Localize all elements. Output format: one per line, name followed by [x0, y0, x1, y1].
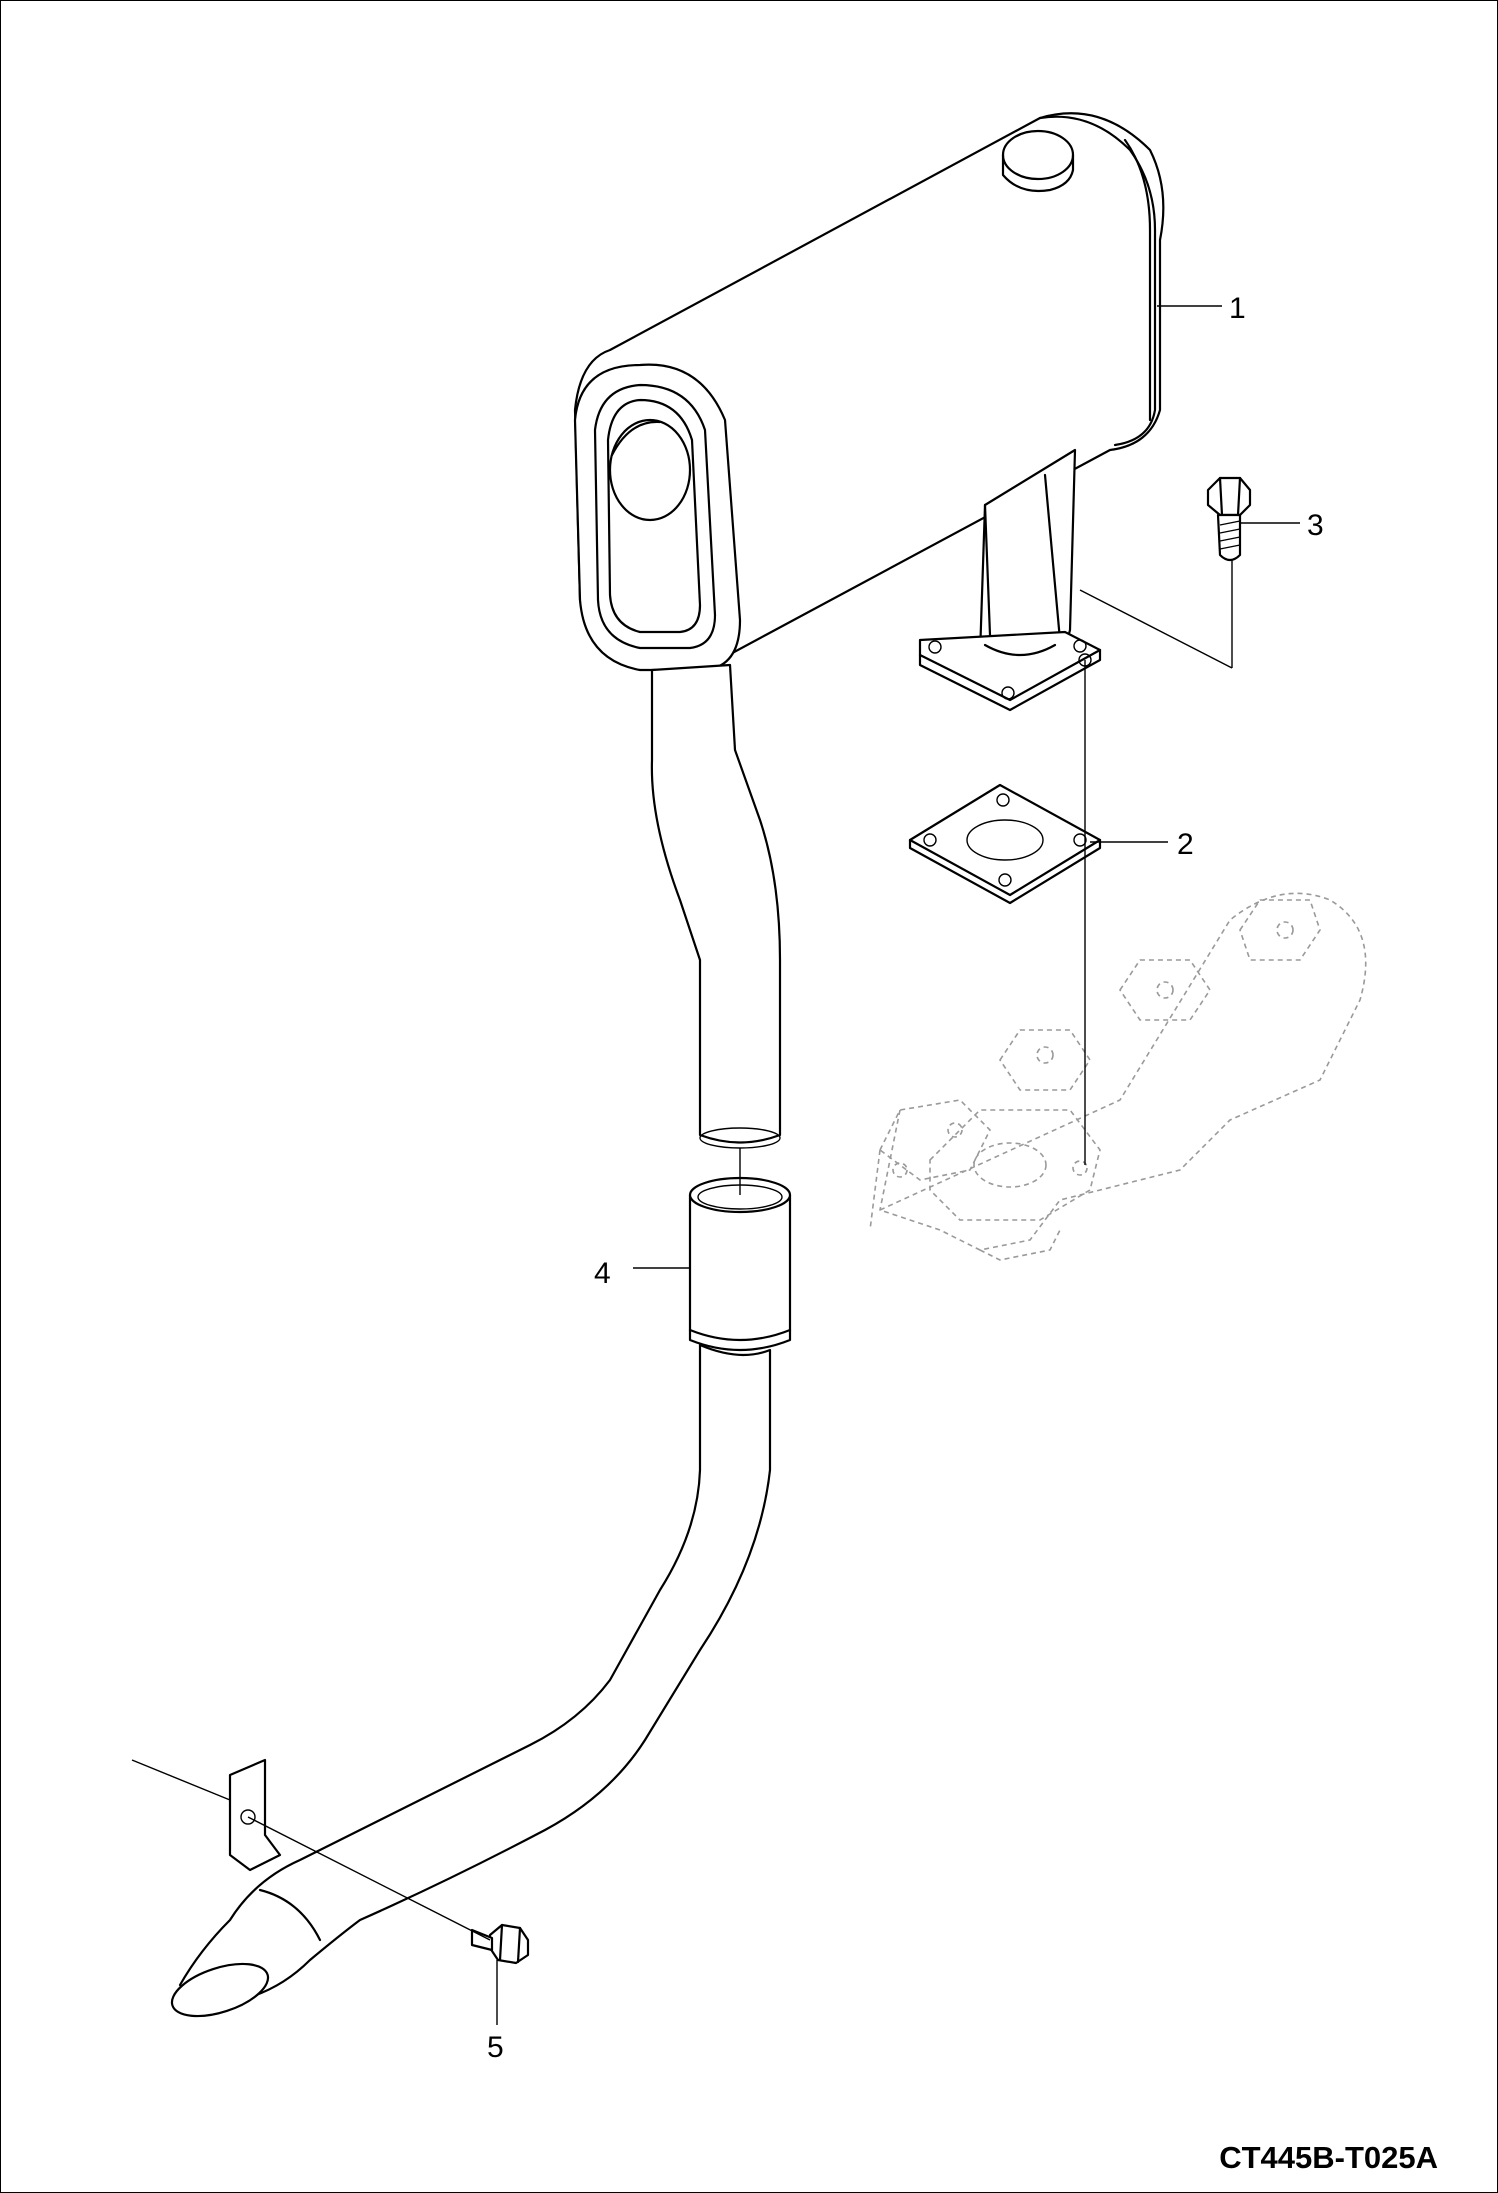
- callout-2: 2: [1177, 828, 1194, 861]
- callout-4: 4: [594, 1257, 611, 1290]
- bolt-icon: [1206, 476, 1252, 562]
- callout-1: 1: [1229, 292, 1246, 325]
- bolt-icon: [470, 1923, 530, 1965]
- gasket-icon: [908, 783, 1102, 905]
- muffler-icon: [573, 112, 1165, 712]
- callout-5: 5: [487, 2031, 504, 2064]
- assembly-lines: [131, 305, 1300, 2025]
- drawing-id: CT445B-T025A: [1219, 2140, 1438, 2175]
- callout-3: 3: [1307, 509, 1324, 542]
- tailpipe-upper: [650, 663, 782, 1149]
- exhaust-manifold-ghost: [869, 892, 1367, 1261]
- tube-clamp-icon: [688, 1176, 792, 1352]
- tailpipe-lower: [170, 1343, 772, 2018]
